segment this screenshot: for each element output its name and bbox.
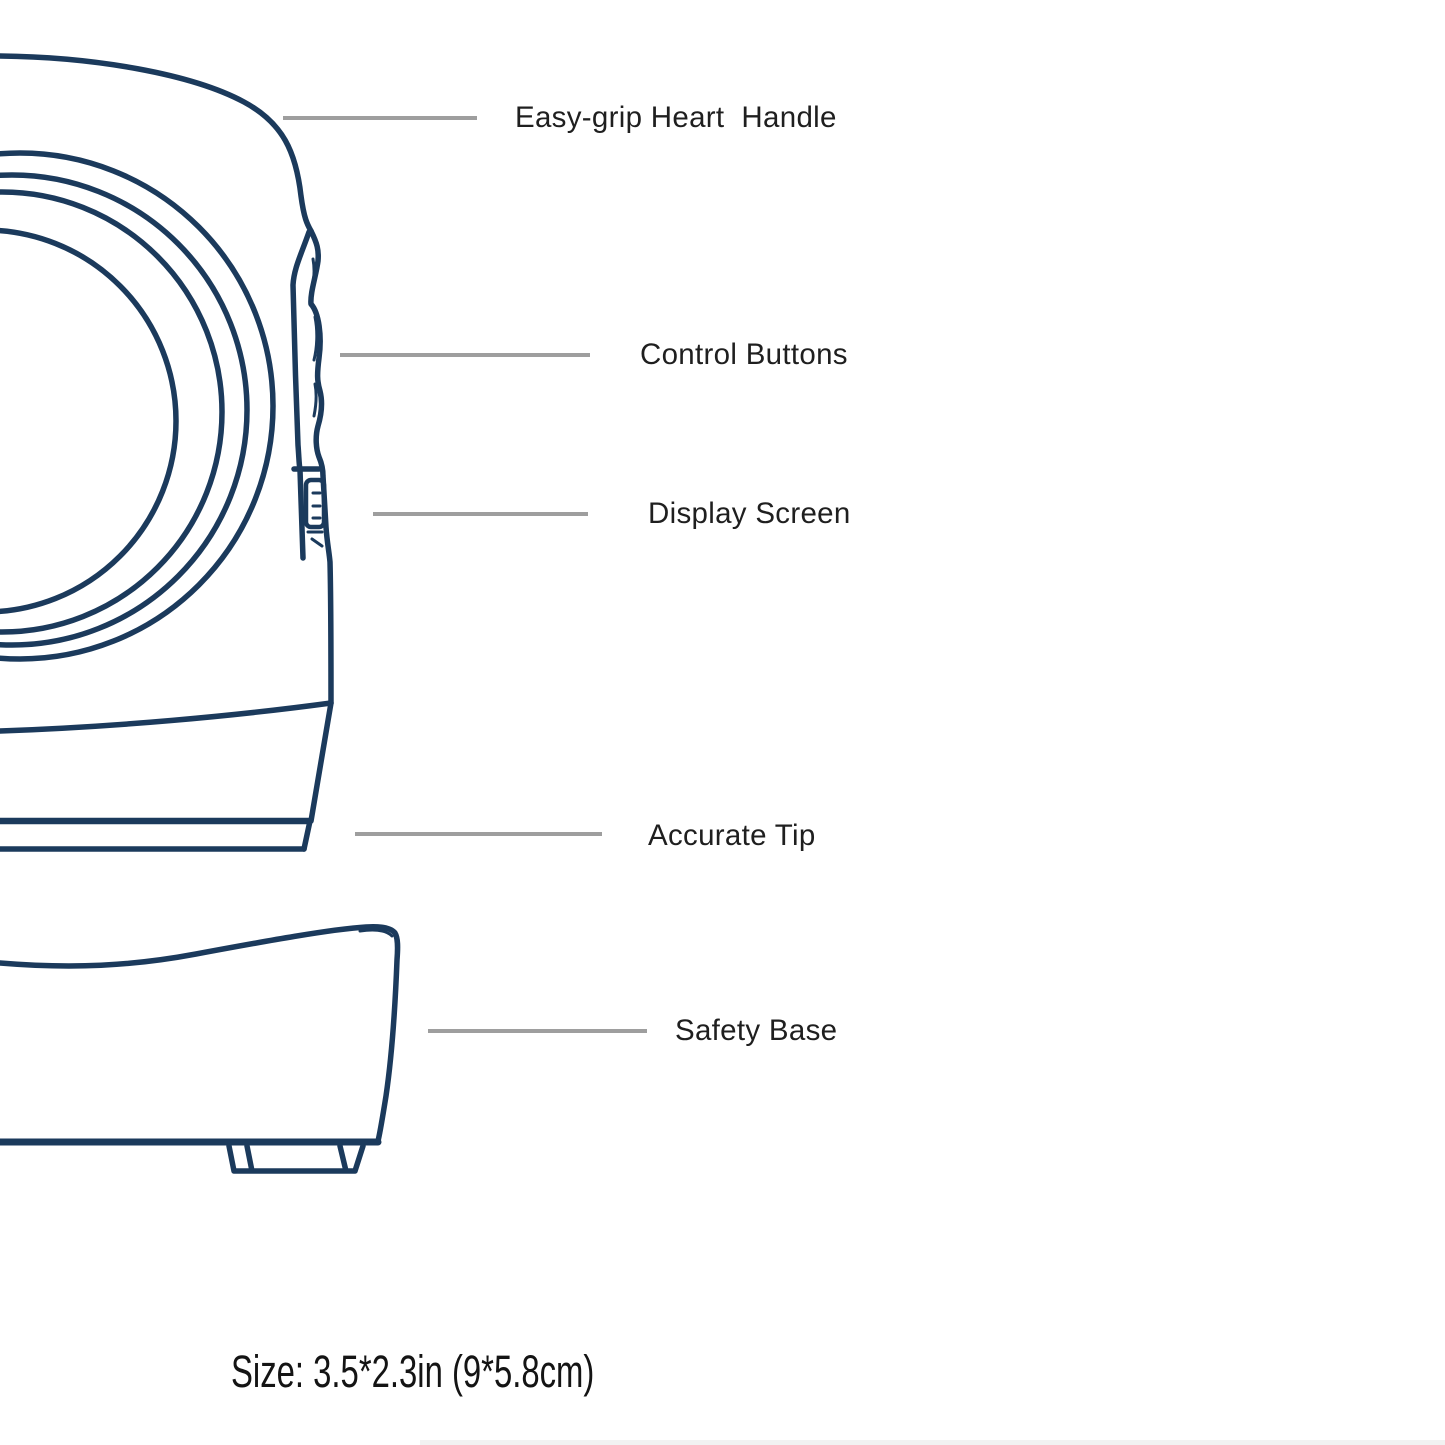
screen-detail-marks (306, 530, 324, 548)
control-buttons-outline (308, 228, 334, 824)
label-safety-base: Safety Base (675, 1014, 838, 1047)
accurate-tip-outline (0, 817, 314, 852)
size-note: Size: 3.5*2.3in (9*5.8cm) (231, 1346, 595, 1397)
label-accurate-tip: Accurate Tip (648, 819, 816, 852)
display-screen-outline (303, 477, 327, 530)
base-crest-accent (358, 928, 394, 938)
label-display-screen: Display Screen (648, 497, 851, 530)
body-outline (0, 53, 314, 234)
label-control-buttons: Control Buttons (640, 338, 848, 371)
leader-line-safety-base (428, 1029, 647, 1033)
base-top-curve (0, 924, 401, 1144)
button-accent-lines (309, 257, 319, 418)
device-side-view (0, 53, 334, 852)
leader-line-heart-handle (283, 116, 477, 120)
safety-base-outline (0, 924, 401, 1174)
base-foot (226, 1143, 366, 1174)
leader-line-display-screen (373, 512, 588, 516)
display-screen-segments (311, 491, 322, 520)
side-contour-line (290, 229, 312, 561)
label-heart-handle: Easy-grip Heart Handle (515, 101, 837, 134)
leader-line-control-buttons (340, 353, 590, 357)
bottom-edge-strip (420, 1440, 1445, 1445)
product-line-drawing (0, 53, 401, 1174)
leader-line-accurate-tip (355, 832, 602, 836)
heart-handle-outline (0, 150, 276, 662)
body-tip-separation-line (0, 700, 334, 734)
